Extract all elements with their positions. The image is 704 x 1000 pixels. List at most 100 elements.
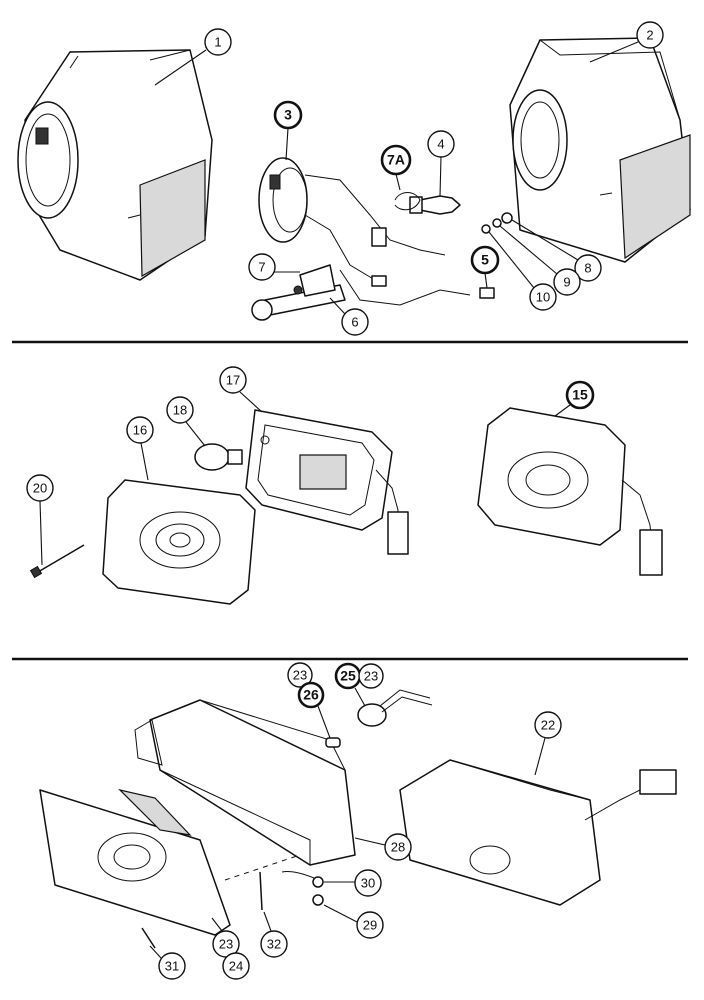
fasteners-29-30-32	[141, 871, 324, 949]
callout-number: 23	[293, 668, 307, 683]
callout-number: 22	[541, 718, 555, 733]
callout-number: 7	[258, 260, 265, 275]
callout-number: 16	[133, 423, 147, 438]
callout-number: 31	[165, 959, 179, 974]
mounting-screw-20	[29, 544, 85, 579]
callout-number: 10	[536, 290, 550, 305]
adjuster-bracket	[251, 264, 346, 321]
leader-line-7A	[395, 173, 401, 191]
callout-circle	[427, 130, 455, 158]
callout-26: 26	[297, 681, 325, 709]
callout-circle	[354, 869, 382, 897]
callout-number: 5	[481, 252, 489, 268]
callout-circle	[219, 366, 247, 394]
callout-circle	[356, 911, 384, 939]
lamp-socket-plate-17	[245, 409, 409, 555]
callout-circle	[636, 21, 664, 49]
callout-28: 28	[384, 833, 412, 861]
leader-line-26	[317, 705, 331, 739]
callout-number: 8	[584, 261, 591, 276]
callout-7A: 7A	[380, 144, 412, 176]
callout-circle	[553, 268, 581, 296]
callout-number: 26	[303, 687, 319, 703]
callout-17: 17	[219, 366, 247, 394]
callout-number: 20	[33, 481, 47, 496]
callout-16: 16	[126, 416, 154, 444]
callout-number: 18	[173, 403, 187, 418]
callout-circle	[358, 663, 384, 689]
callout-circle	[384, 833, 412, 861]
leader-line-5	[484, 272, 488, 289]
callout-circle	[126, 416, 154, 444]
leader-line-20	[39, 500, 43, 566]
leader-line-17	[239, 391, 263, 413]
callout-circle	[341, 308, 369, 336]
callout-circle	[248, 253, 276, 281]
callout-3: 3	[273, 100, 303, 130]
callout-1: 1	[204, 28, 232, 56]
callout-circle	[158, 952, 186, 980]
lamp-bulb-18	[194, 443, 243, 471]
marker-socket-25	[357, 689, 433, 727]
callout-22: 22	[534, 711, 562, 739]
marker-lamp-assembly-22	[399, 759, 677, 906]
callout-number: 29	[363, 918, 377, 933]
headlamp-housing-left	[17, 49, 213, 281]
leader-line-9	[499, 225, 558, 275]
callout-number: 4	[437, 137, 444, 152]
lamp-lens-16	[102, 479, 256, 605]
leader-line-28	[354, 837, 386, 846]
callout-circle	[287, 662, 313, 688]
leader-line-18	[185, 421, 206, 447]
leader-line-2	[589, 41, 639, 63]
callout-24: 24	[222, 952, 250, 980]
leader-line-10	[488, 231, 535, 289]
callout-circle	[166, 396, 194, 424]
callout-30: 30	[354, 869, 382, 897]
callout-10: 10	[529, 283, 557, 311]
callout-number: 28	[391, 840, 405, 855]
callout-circle	[534, 711, 562, 739]
callout-number: 9	[563, 275, 570, 290]
callout-number: 3	[284, 107, 292, 123]
callout-20: 20	[26, 474, 54, 502]
callout-circle	[574, 254, 602, 282]
callout-18: 18	[166, 396, 194, 424]
callout-32: 32	[260, 930, 288, 958]
callout-circle	[529, 283, 557, 311]
leader-line-4	[439, 156, 442, 197]
callout-number: 23	[219, 937, 233, 952]
callout-number: 24	[229, 959, 243, 974]
leader-line-8	[511, 219, 579, 261]
leader-line-23	[211, 917, 223, 932]
leader-line-16	[140, 442, 149, 481]
callout-number: 17	[226, 373, 240, 388]
callout-circle	[273, 100, 303, 130]
callout-4: 4	[427, 130, 455, 158]
callout-5: 5	[470, 245, 500, 275]
leader-line-32	[263, 911, 272, 932]
leader-line-31	[149, 945, 162, 959]
bulb-retaining-clip	[394, 192, 421, 211]
callout-circle	[26, 474, 54, 502]
nuts-and-washers	[481, 212, 513, 234]
callout-number: 23	[364, 669, 378, 684]
callout-number: 15	[572, 387, 588, 403]
callout-number: 2	[646, 28, 653, 43]
callout-23: 23	[287, 662, 313, 688]
lamp-assembly-15	[477, 407, 663, 576]
callout-circle	[297, 681, 325, 709]
leader-line-3	[285, 127, 289, 161]
callout-number: 32	[267, 937, 281, 952]
callout-number: 1	[214, 35, 221, 50]
leader-line-15	[554, 404, 571, 417]
callout-number: 30	[361, 876, 375, 891]
callout-7: 7	[248, 253, 276, 281]
callout-circle	[380, 144, 412, 176]
callout-number: 7A	[387, 152, 405, 168]
leader-line-1	[154, 49, 207, 86]
callout-25: 25	[334, 662, 362, 690]
callout-31: 31	[158, 952, 186, 980]
